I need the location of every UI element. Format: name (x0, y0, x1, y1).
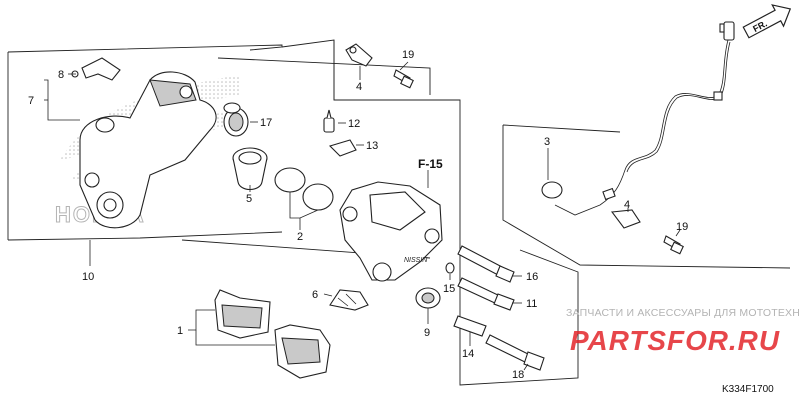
mount-bolt-18 (485, 334, 545, 371)
assembly-frames (7, 39, 791, 386)
section-reference[interactable]: F-15 (418, 157, 443, 171)
callout-8: 8 (58, 69, 64, 81)
callout-18: 18 (512, 369, 524, 381)
callout-1: 1 (177, 325, 183, 337)
pin-sleeve (415, 287, 441, 309)
callout-16: 16 (526, 271, 538, 283)
callout-19-top: 19 (402, 49, 414, 61)
pad-spring (329, 289, 369, 311)
callout-5: 5 (246, 193, 252, 205)
callout-10: 10 (82, 271, 94, 283)
section-reference-label[interactable]: F-15 (418, 157, 443, 171)
callout-numbers: 1 2 3 4 4 5 6 7 8 9 10 11 12 13 14 15 16… (28, 49, 688, 381)
caliper-body: NISSIN (339, 181, 443, 282)
bleeder-cap (328, 139, 357, 157)
callout-4-top: 4 (356, 81, 362, 93)
site-watermark-logo: PARTSFOR.RU (570, 325, 780, 356)
callout-2: 2 (297, 231, 303, 243)
site-watermark: ЗАПЧАСТИ И АКСЕССУАРЫ ДЛЯ МОТОТЕХНИКИ PA… (566, 307, 800, 356)
retainer-clip (71, 57, 121, 81)
slide-pin-16 (457, 245, 515, 283)
callout-19-right: 19 (676, 221, 688, 233)
callout-17: 17 (260, 117, 272, 129)
callout-12: 12 (348, 118, 360, 130)
callout-14: 14 (462, 348, 474, 360)
diagram-code: K334F1700 (722, 384, 774, 395)
sleeve-pin (453, 315, 487, 337)
clamp-4-right (610, 209, 641, 229)
callout-11: 11 (526, 298, 537, 310)
brake-pads (214, 289, 331, 379)
caliper-cast-mark: NISSIN (404, 257, 428, 264)
clamp-4-top (345, 43, 373, 67)
callout-3: 3 (544, 136, 550, 148)
pin-boot (223, 102, 249, 137)
caliper-bracket (79, 71, 217, 229)
piston-seals (274, 167, 334, 211)
callout-7: 7 (28, 95, 34, 107)
o-ring (445, 262, 455, 274)
slide-pin-11 (457, 277, 515, 311)
callout-15: 15 (443, 283, 455, 295)
callout-13: 13 (366, 140, 378, 152)
front-direction-arrow: FR. (742, 4, 792, 39)
bolt-19-top (393, 69, 414, 89)
callout-6: 6 (312, 289, 318, 301)
site-watermark-tagline: ЗАПЧАСТИ И АКСЕССУАРЫ ДЛЯ МОТОТЕХНИКИ (566, 307, 800, 319)
bolt-19-right (663, 235, 684, 255)
callout-4-right: 4 (624, 199, 630, 211)
callout-9: 9 (424, 327, 430, 339)
speed-sensor-cable (541, 21, 735, 216)
caliper-piston (232, 147, 268, 191)
bleeder-screw (323, 109, 335, 133)
leader-lines (44, 61, 681, 371)
